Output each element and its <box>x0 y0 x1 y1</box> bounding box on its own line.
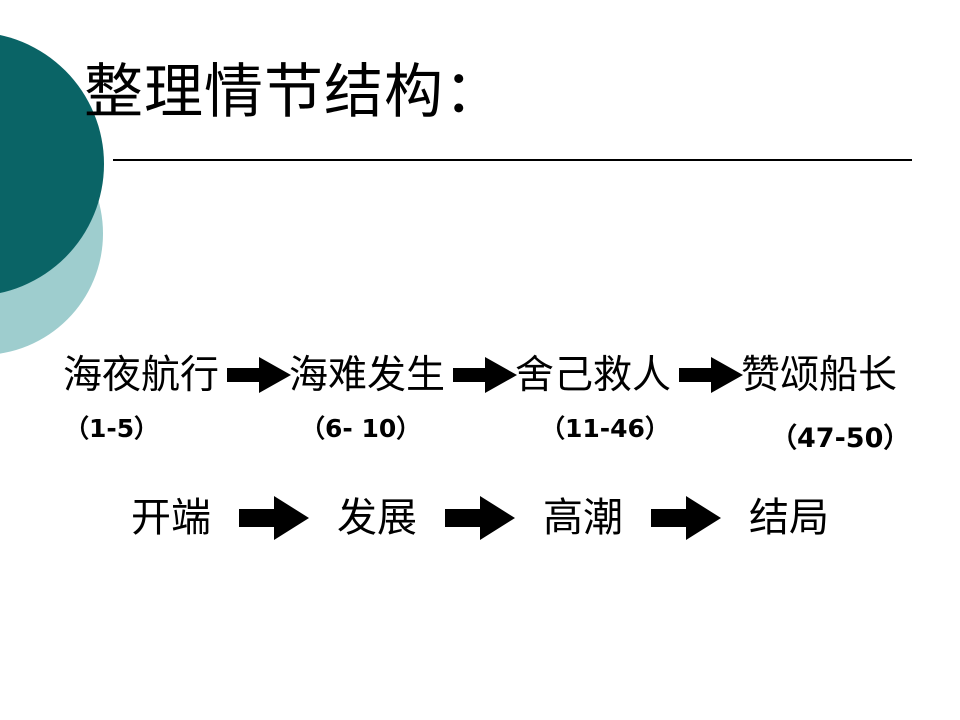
stage-flow-row: 海夜航行 海难发生 舍己救人 赞颂船长 <box>0 352 960 398</box>
paragraph-range-1: （1-5） <box>64 414 160 443</box>
stage-label-2: 海难发生 <box>288 352 445 398</box>
stage-label-3: 舍己救人 <box>515 352 672 398</box>
right-arrow-icon <box>679 357 744 393</box>
page-title: 整理情节结构： <box>84 57 505 126</box>
right-arrow-icon <box>453 357 517 393</box>
stage-label-1: 海夜航行 <box>62 352 219 398</box>
narrative-term-4: 结局 <box>749 495 829 541</box>
paragraph-range-row: （1-5） （6- 10） （11-46） （47-50） <box>0 408 960 452</box>
title-block: 整理情节结构： <box>84 62 504 121</box>
right-arrow-icon <box>651 496 721 540</box>
narrative-term-1: 开端 <box>131 495 211 541</box>
decorative-circle-light-teal <box>0 112 103 355</box>
narrative-term-2: 发展 <box>337 495 417 541</box>
paragraph-range-4: （47-50） <box>770 423 911 454</box>
right-arrow-icon <box>239 496 309 540</box>
stage-label-4: 赞颂船长 <box>741 352 898 398</box>
paragraph-range-2: （6- 10） <box>300 414 422 443</box>
paragraph-range-3: （11-46） <box>540 414 670 443</box>
right-arrow-icon <box>445 496 515 540</box>
title-underline-rule <box>113 159 912 161</box>
right-arrow-icon <box>226 357 291 393</box>
narrative-term-row: 开端 发展 高潮 结局 <box>0 492 960 544</box>
narrative-term-3: 高潮 <box>543 495 623 541</box>
